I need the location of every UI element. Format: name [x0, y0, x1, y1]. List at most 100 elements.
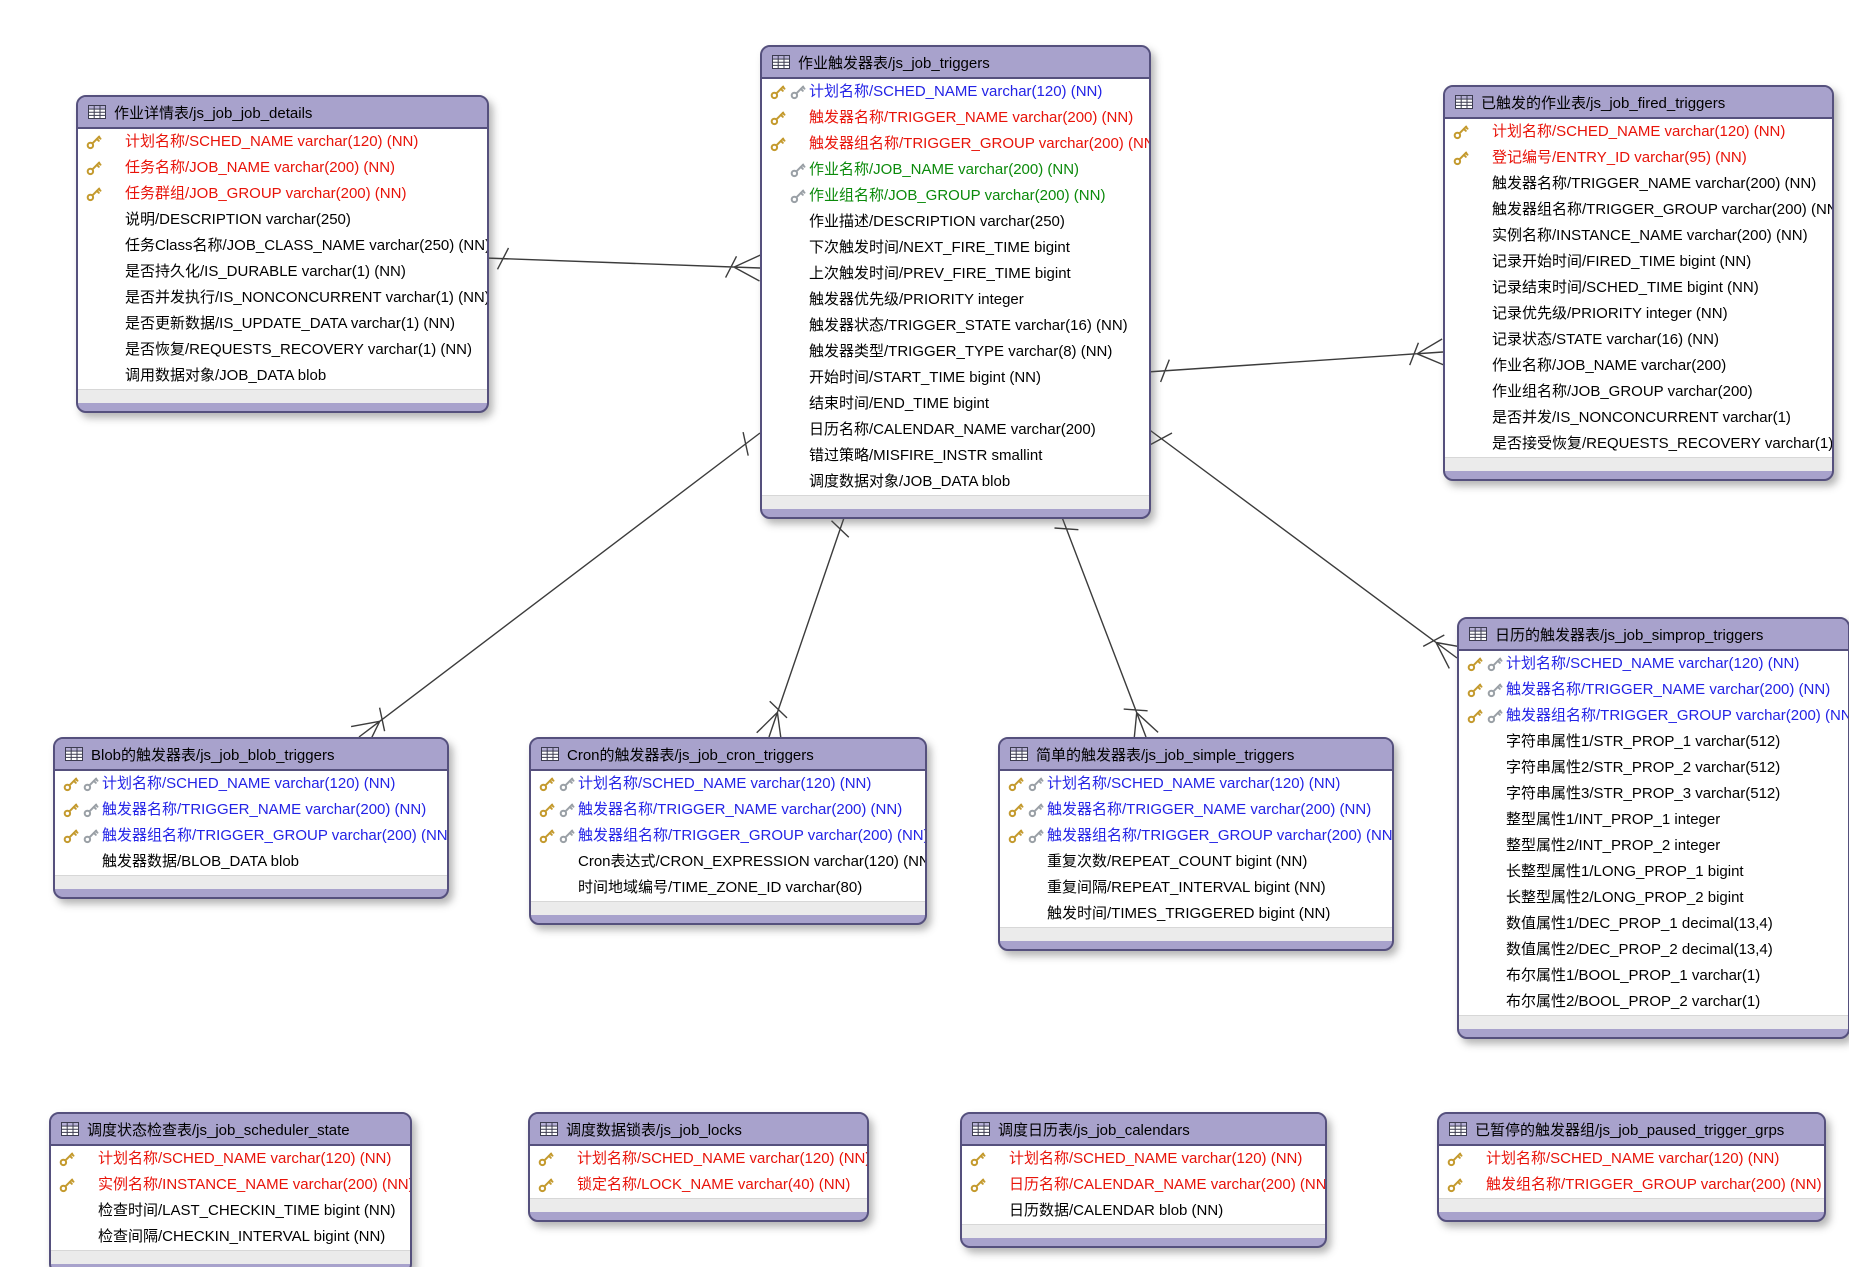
column-row[interactable]: 触发器名称/TRIGGER_NAME varchar(200) (NN): [1000, 797, 1392, 823]
column-row[interactable]: 数值属性1/DEC_PROP_1 decimal(13,4): [1459, 911, 1848, 937]
column-row[interactable]: 是否接受恢复/REQUESTS_RECOVERY varchar(1): [1445, 431, 1832, 457]
column-row[interactable]: 计划名称/SCHED_NAME varchar(120) (NN): [51, 1146, 410, 1172]
column-row[interactable]: 触发时间/TIMES_TRIGGERED bigint (NN): [1000, 901, 1392, 927]
table-header-js_job_job_details[interactable]: 作业详情表/js_job_job_details: [78, 97, 487, 129]
relationship-line-js_job_triggers-js_job_fired_triggers[interactable]: [1146, 338, 1445, 383]
column-row[interactable]: 重复次数/REPEAT_COUNT bigint (NN): [1000, 849, 1392, 875]
column-row[interactable]: 登记编号/ENTRY_ID varchar(95) (NN): [1445, 145, 1832, 171]
column-row[interactable]: 作业组名称/JOB_GROUP varchar(200) (NN): [762, 183, 1149, 209]
table-header-js_job_paused_trigger_grps[interactable]: 已暂停的触发器组/js_job_paused_trigger_grps: [1439, 1114, 1824, 1146]
column-row[interactable]: 时间地域编号/TIME_ZONE_ID varchar(80): [531, 875, 925, 901]
table-header-js_job_calendars[interactable]: 调度日历表/js_job_calendars: [962, 1114, 1325, 1146]
column-row[interactable]: 记录状态/STATE varchar(16) (NN): [1445, 327, 1832, 353]
column-row[interactable]: 日历名称/CALENDAR_NAME varchar(200): [762, 417, 1149, 443]
column-row[interactable]: 触发器组名称/TRIGGER_GROUP varchar(200) (NN): [55, 823, 447, 849]
column-row[interactable]: 检查时间/LAST_CHECKIN_TIME bigint (NN): [51, 1198, 410, 1224]
column-row[interactable]: 计划名称/SCHED_NAME varchar(120) (NN): [1445, 119, 1832, 145]
column-row[interactable]: 计划名称/SCHED_NAME varchar(120) (NN): [1459, 651, 1848, 677]
column-row[interactable]: 实例名称/INSTANCE_NAME varchar(200) (NN): [1445, 223, 1832, 249]
table-header-js_job_cron_triggers[interactable]: Cron的触发器表/js_job_cron_triggers: [531, 739, 925, 771]
column-row[interactable]: 触发组名称/TRIGGER_GROUP varchar(200) (NN): [1439, 1172, 1824, 1198]
column-row[interactable]: 触发器组名称/TRIGGER_GROUP varchar(200) (NN): [1445, 197, 1832, 223]
column-row[interactable]: 是否持久化/IS_DURABLE varchar(1) (NN): [78, 259, 487, 285]
column-row[interactable]: 作业名称/JOB_NAME varchar(200): [1445, 353, 1832, 379]
column-row[interactable]: 任务名称/JOB_NAME varchar(200) (NN): [78, 155, 487, 181]
column-row[interactable]: 计划名称/SCHED_NAME varchar(120) (NN): [1439, 1146, 1824, 1172]
column-row[interactable]: 整型属性2/INT_PROP_2 integer: [1459, 833, 1848, 859]
column-row[interactable]: 触发器名称/TRIGGER_NAME varchar(200) (NN): [762, 105, 1149, 131]
column-row[interactable]: 触发器组名称/TRIGGER_GROUP varchar(200) (NN): [762, 131, 1149, 157]
column-row[interactable]: 日历数据/CALENDAR blob (NN): [962, 1198, 1325, 1224]
relationship-line-js_job_triggers-js_job_cron_triggers[interactable]: [756, 511, 850, 742]
column-row[interactable]: 记录优先级/PRIORITY integer (NN): [1445, 301, 1832, 327]
relationship-line-js_job_triggers-js_job_simprop_triggers[interactable]: [1146, 427, 1465, 669]
column-row[interactable]: 计划名称/SCHED_NAME varchar(120) (NN): [78, 129, 487, 155]
column-row[interactable]: 任务Class名称/JOB_CLASS_NAME varchar(250) (N…: [78, 233, 487, 259]
table-header-js_job_blob_triggers[interactable]: Blob的触发器表/js_job_blob_triggers: [55, 739, 447, 771]
column-row[interactable]: 触发器组名称/TRIGGER_GROUP varchar(200) (NN): [531, 823, 925, 849]
column-row[interactable]: 计划名称/SCHED_NAME varchar(120) (NN): [762, 79, 1149, 105]
column-row[interactable]: 任务群组/JOB_GROUP varchar(200) (NN): [78, 181, 487, 207]
column-row[interactable]: 错过策略/MISFIRE_INSTR smallint: [762, 443, 1149, 469]
column-row[interactable]: 触发器名称/TRIGGER_NAME varchar(200) (NN): [55, 797, 447, 823]
column-row[interactable]: 触发器组名称/TRIGGER_GROUP varchar(200) (NN): [1000, 823, 1392, 849]
column-row[interactable]: 上次触发时间/PREV_FIRE_TIME bigint: [762, 261, 1149, 287]
relationship-line-js_job_job_details-js_job_triggers[interactable]: [484, 247, 761, 282]
column-row[interactable]: 长整型属性2/LONG_PROP_2 bigint: [1459, 885, 1848, 911]
column-row[interactable]: 计划名称/SCHED_NAME varchar(120) (NN): [1000, 771, 1392, 797]
column-row[interactable]: 字符串属性1/STR_PROP_1 varchar(512): [1459, 729, 1848, 755]
column-row[interactable]: 调度数据对象/JOB_DATA blob: [762, 469, 1149, 495]
column-row[interactable]: 布尔属性2/BOOL_PROP_2 varchar(1): [1459, 989, 1848, 1015]
table-header-js_job_simple_triggers[interactable]: 简单的触发器表/js_job_simple_triggers: [1000, 739, 1392, 771]
column-row[interactable]: 触发器优先级/PRIORITY integer: [762, 287, 1149, 313]
column-row[interactable]: 布尔属性1/BOOL_PROP_1 varchar(1): [1459, 963, 1848, 989]
column-row[interactable]: 计划名称/SCHED_NAME varchar(120) (NN): [962, 1146, 1325, 1172]
column-row[interactable]: 数值属性2/DEC_PROP_2 decimal(13,4): [1459, 937, 1848, 963]
column-row[interactable]: 开始时间/START_TIME bigint (NN): [762, 365, 1149, 391]
column-row[interactable]: 触发器组名称/TRIGGER_GROUP varchar(200) (NN): [1459, 703, 1848, 729]
column-row[interactable]: 作业组名称/JOB_GROUP varchar(200): [1445, 379, 1832, 405]
relationship-line-js_job_triggers-js_job_simple_triggers[interactable]: [1054, 511, 1159, 742]
column-row[interactable]: 是否并发/IS_NONCONCURRENT varchar(1): [1445, 405, 1832, 431]
column-row[interactable]: 触发器状态/TRIGGER_STATE varchar(16) (NN): [762, 313, 1149, 339]
column-row[interactable]: 作业名称/JOB_NAME varchar(200) (NN): [762, 157, 1149, 183]
column-row[interactable]: 是否并发执行/IS_NONCONCURRENT varchar(1) (NN): [78, 285, 487, 311]
table-header-js_job_triggers[interactable]: 作业触发器表/js_job_triggers: [762, 47, 1149, 79]
column-row[interactable]: 调用数据对象/JOB_DATA blob: [78, 363, 487, 389]
column-row[interactable]: 触发器类型/TRIGGER_TYPE varchar(8) (NN): [762, 339, 1149, 365]
column-row[interactable]: 作业描述/DESCRIPTION varchar(250): [762, 209, 1149, 235]
column-row[interactable]: 检查间隔/CHECKIN_INTERVAL bigint (NN): [51, 1224, 410, 1250]
column-row[interactable]: 实例名称/INSTANCE_NAME varchar(200) (NN): [51, 1172, 410, 1198]
column-row[interactable]: 下次触发时间/NEXT_FIRE_TIME bigint: [762, 235, 1149, 261]
column-row[interactable]: 计划名称/SCHED_NAME varchar(120) (NN): [530, 1146, 867, 1172]
column-row[interactable]: 触发器数据/BLOB_DATA blob: [55, 849, 447, 875]
column-row[interactable]: 触发器名称/TRIGGER_NAME varchar(200) (NN): [1459, 677, 1848, 703]
column-row[interactable]: 字符串属性2/STR_PROP_2 varchar(512): [1459, 755, 1848, 781]
column-row[interactable]: 是否更新数据/IS_UPDATE_DATA varchar(1) (NN): [78, 311, 487, 337]
relationship-line-js_job_triggers-js_job_blob_triggers[interactable]: [350, 431, 761, 748]
column-row[interactable]: 字符串属性3/STR_PROP_3 varchar(512): [1459, 781, 1848, 807]
column-row[interactable]: 触发器名称/TRIGGER_NAME varchar(200) (NN): [531, 797, 925, 823]
column-row[interactable]: 长整型属性1/LONG_PROP_1 bigint: [1459, 859, 1848, 885]
table-header-js_job_locks[interactable]: 调度数据锁表/js_job_locks: [530, 1114, 867, 1146]
column-row[interactable]: 是否恢复/REQUESTS_RECOVERY varchar(1) (NN): [78, 337, 487, 363]
column-row[interactable]: 说明/DESCRIPTION varchar(250): [78, 207, 487, 233]
column-row[interactable]: 记录开始时间/FIRED_TIME bigint (NN): [1445, 249, 1832, 275]
column-row[interactable]: 结束时间/END_TIME bigint: [762, 391, 1149, 417]
column-row[interactable]: 计划名称/SCHED_NAME varchar(120) (NN): [55, 771, 447, 797]
column-row[interactable]: 记录结束时间/SCHED_TIME bigint (NN): [1445, 275, 1832, 301]
column-row[interactable]: 触发器名称/TRIGGER_NAME varchar(200) (NN): [1445, 171, 1832, 197]
column-row[interactable]: 锁定名称/LOCK_NAME varchar(40) (NN): [530, 1172, 867, 1198]
column-row[interactable]: 计划名称/SCHED_NAME varchar(120) (NN): [531, 771, 925, 797]
table-header-js_job_fired_triggers[interactable]: 已触发的作业表/js_job_fired_triggers: [1445, 87, 1832, 119]
column-row[interactable]: 整型属性1/INT_PROP_1 integer: [1459, 807, 1848, 833]
